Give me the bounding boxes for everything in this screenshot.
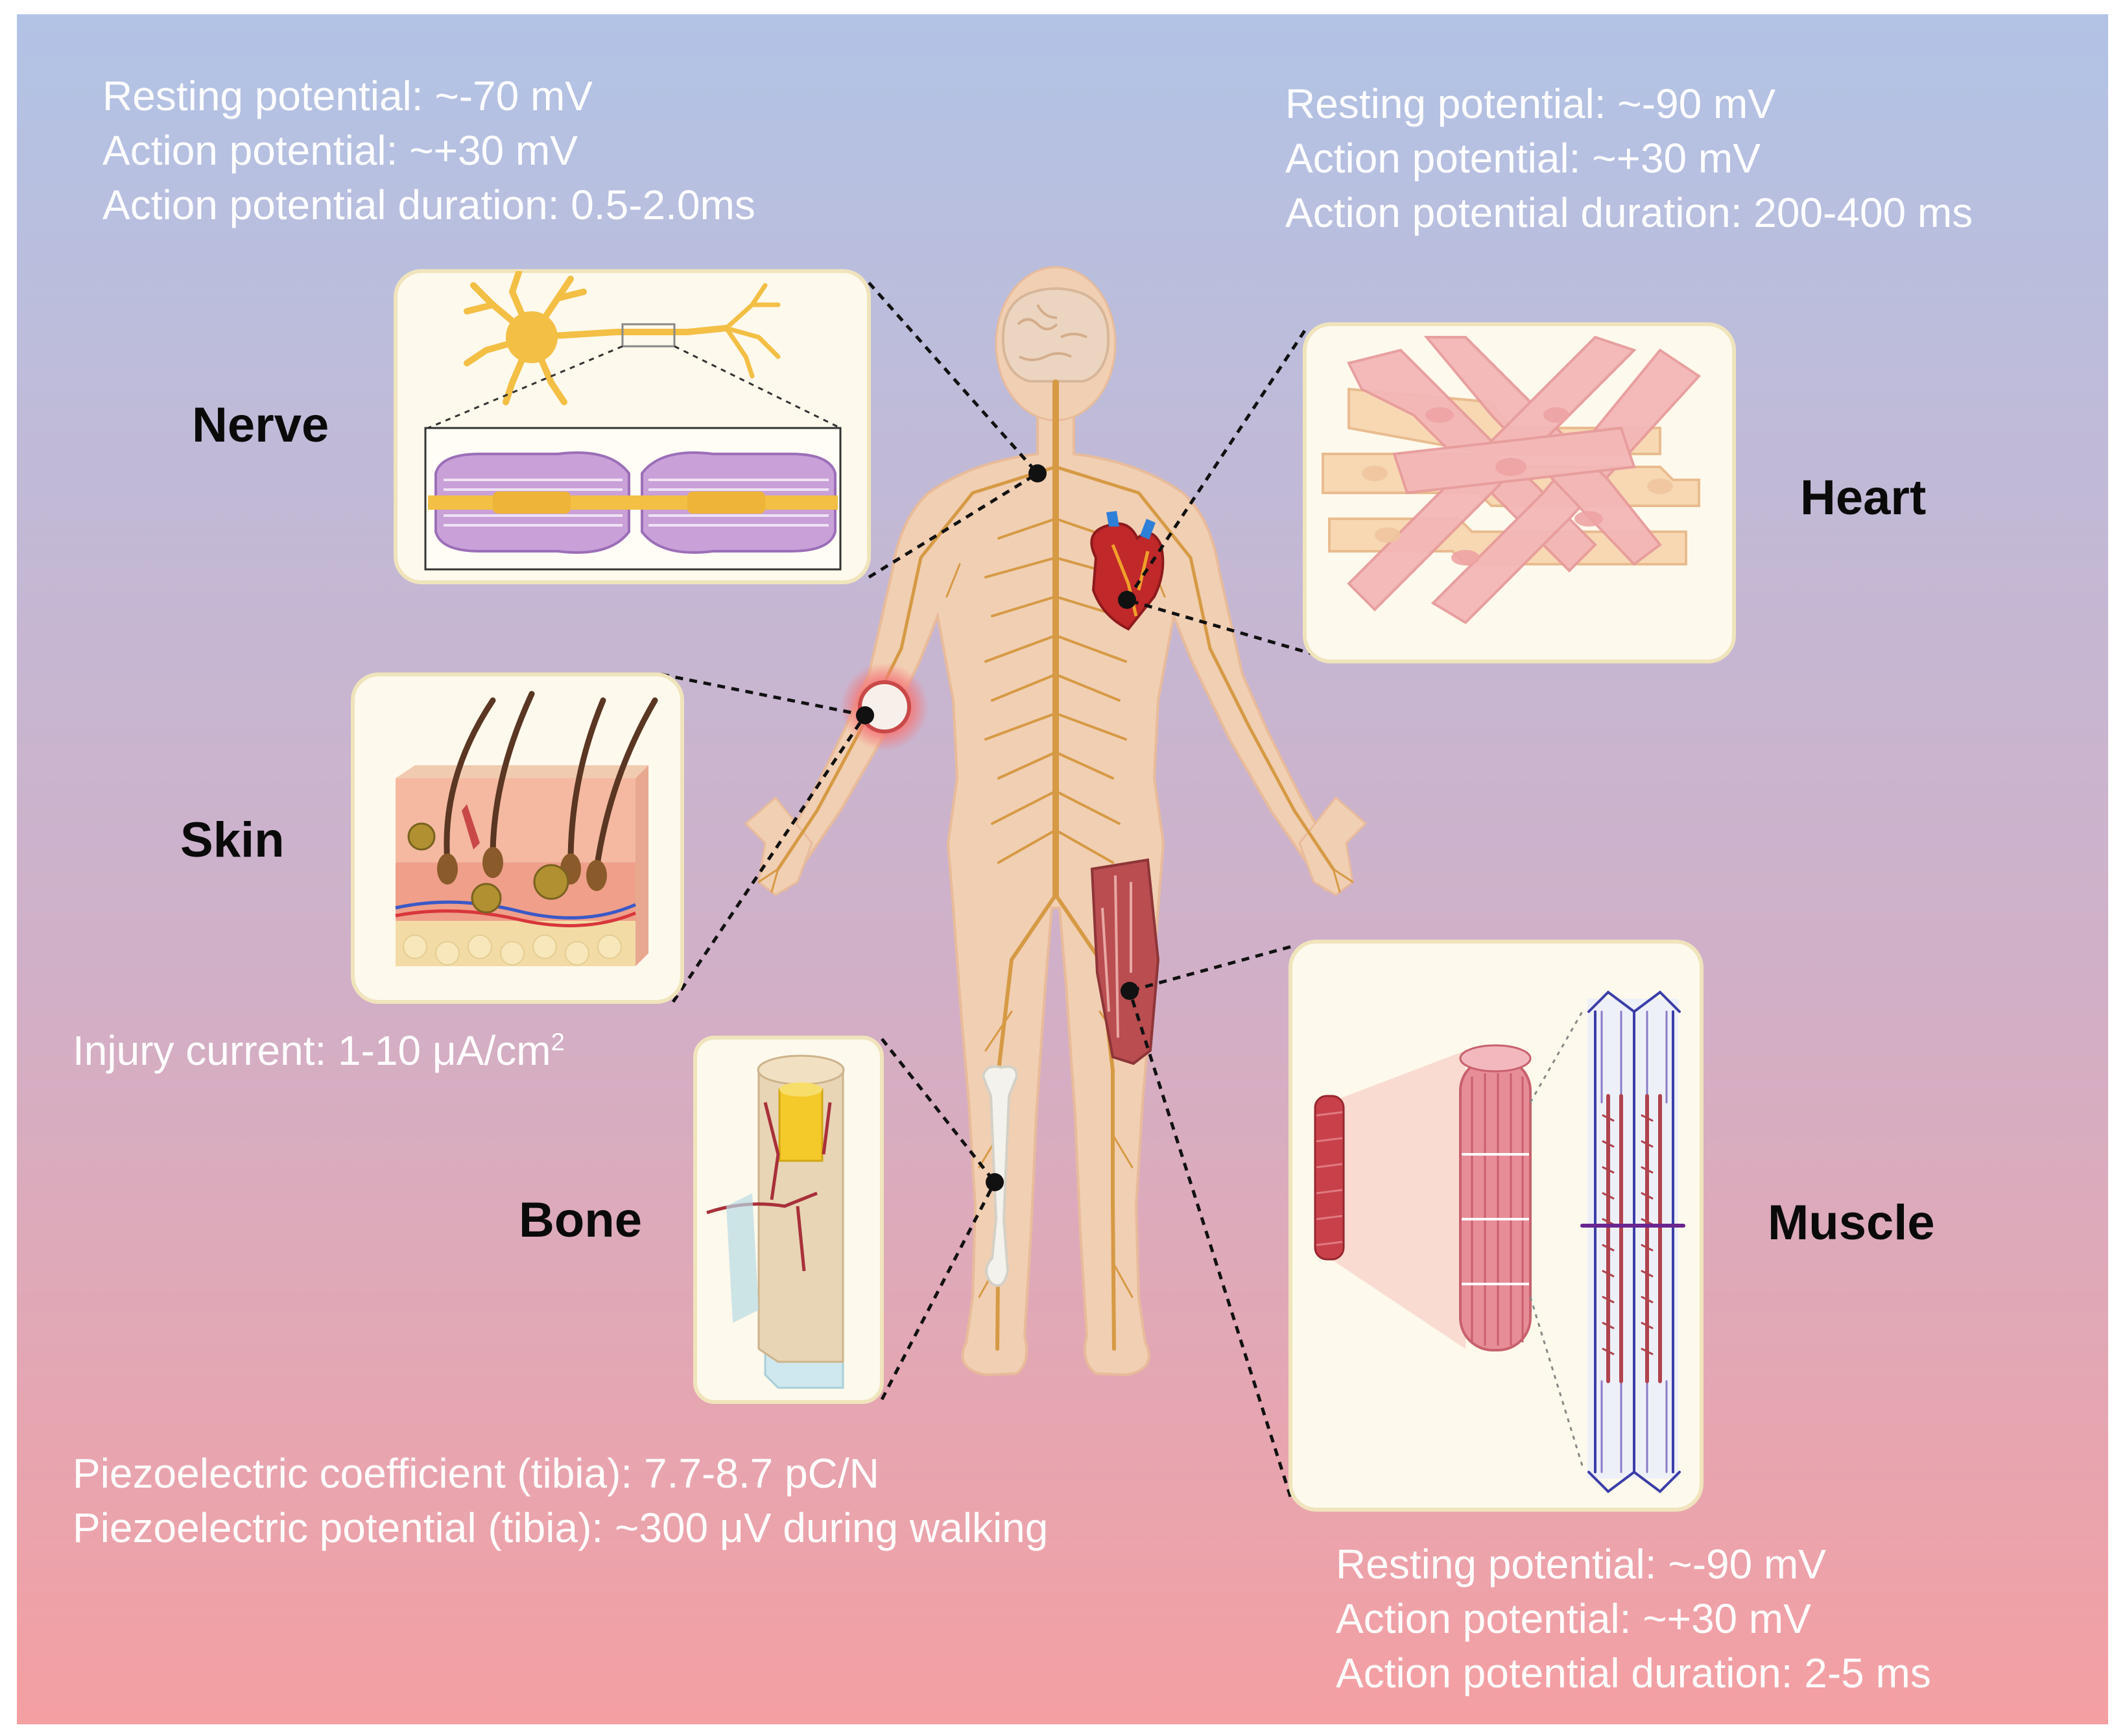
muscle-action-potential: Action potential: ~+30 mV bbox=[1336, 1595, 1811, 1642]
label-nerve: Nerve bbox=[192, 398, 329, 453]
connector-lines bbox=[661, 281, 1317, 1497]
heart-action-potential: Action potential: ~+30 mV bbox=[1285, 135, 1761, 182]
neuron-illustration bbox=[464, 271, 781, 405]
heart-resting-potential: Resting potential: ~-90 mV bbox=[1285, 80, 1775, 127]
thigh-muscle bbox=[1090, 858, 1160, 1065]
skin-injury-current-exponent: 2 bbox=[551, 1028, 565, 1056]
nerve-resting-potential: Resting potential: ~-70 mV bbox=[102, 73, 593, 119]
skin-injury-current: Injury current: 1-10 μA/cm2 bbox=[73, 1023, 565, 1078]
nerve-ap-duration: Action potential duration: 0.5-2.0ms bbox=[102, 182, 755, 228]
bone-info: Piezoelectric coefficient (tibia): 7.7-8… bbox=[73, 1446, 1048, 1555]
skin-injury-current-text: Injury current: 1-10 μA/cm bbox=[73, 1027, 551, 1074]
heart-panel bbox=[1303, 322, 1736, 663]
muscle-info: Resting potential: ~-90 mV Action potent… bbox=[1336, 1537, 1931, 1700]
bone-structure-illustration bbox=[706, 1054, 845, 1389]
label-heart: Heart bbox=[1800, 470, 1927, 525]
muscle-panel bbox=[1288, 940, 1704, 1512]
muscle-resting-potential: Resting potential: ~-90 mV bbox=[1336, 1541, 1826, 1587]
label-skin: Skin bbox=[180, 813, 285, 868]
myelin-sheath bbox=[428, 451, 838, 554]
sarcomere-illustration bbox=[1580, 990, 1685, 1493]
heart-info: Resting potential: ~-90 mV Action potent… bbox=[1285, 77, 1973, 240]
connector-dots bbox=[856, 464, 1139, 1191]
label-muscle: Muscle bbox=[1768, 1195, 1935, 1250]
muscle-fiber-illustration bbox=[1314, 990, 1685, 1493]
right-hand bbox=[1298, 796, 1368, 896]
bone-piezo-potential: Piezoelectric potential (tibia): ~300 μV… bbox=[73, 1504, 1049, 1551]
heart-ap-duration: Action potential duration: 200-400 ms bbox=[1285, 189, 1973, 236]
brain bbox=[1001, 287, 1110, 383]
nerve-info: Resting potential: ~-70 mV Action potent… bbox=[102, 69, 755, 232]
cardiomyocytes-illustration bbox=[1322, 335, 1702, 624]
skin-info: Injury current: 1-10 μA/cm2 bbox=[73, 1023, 565, 1078]
bone-panel bbox=[693, 1036, 884, 1404]
nerve-action-potential: Action potential: ~+30 mV bbox=[102, 127, 578, 174]
skin-panel bbox=[351, 672, 684, 1004]
bone-piezo-coefficient: Piezoelectric coefficient (tibia): 7.7-8… bbox=[73, 1450, 879, 1497]
skin-cross-section-illustration bbox=[395, 691, 658, 966]
nerve-panel bbox=[394, 269, 871, 584]
muscle-ap-duration: Action potential duration: 2-5 ms bbox=[1336, 1650, 1931, 1696]
heart-organ bbox=[1090, 511, 1165, 631]
label-bone: Bone bbox=[519, 1193, 642, 1248]
